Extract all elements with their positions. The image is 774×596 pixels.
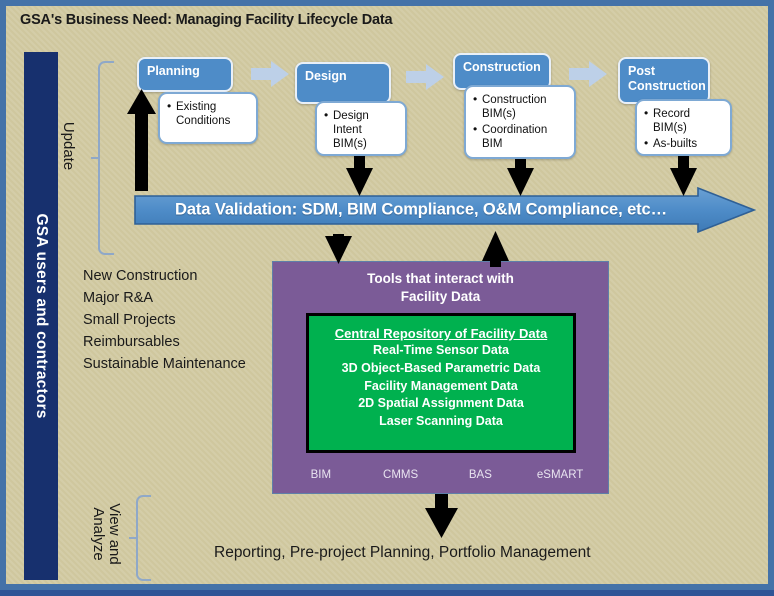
list-item: Major R&A (83, 290, 154, 307)
arrow-up-to-planning (127, 89, 156, 191)
chevron-right-icon (251, 61, 289, 87)
bracket-label-view-line1: View and (105, 503, 123, 565)
data-validation-label: Data Validation: SDM, BIM Compliance, O&… (175, 200, 668, 219)
list-item: Reimbursables (83, 334, 180, 351)
central-repository-title: Central Repository of Facility Data (334, 326, 548, 341)
list-item: Record BIM(s) (644, 106, 723, 135)
list-item: Sustainable Maintenance (83, 356, 246, 373)
arrow-down-tools-to-outcome (425, 494, 458, 538)
chevron-right-icon (406, 64, 444, 90)
stage-details-construction: Construction BIM(s) Coordination BIM (464, 85, 576, 159)
stage-details-design: Design Intent BIM(s) (315, 101, 407, 156)
stage-details-post-construction: Record BIM(s) As-builts (635, 99, 732, 156)
stage-label-design: Design (305, 69, 347, 83)
repository-row: Laser Scanning Data (379, 414, 503, 428)
bracket-view-analyze (129, 495, 151, 581)
list-item: Existing Conditions (167, 99, 249, 128)
chevron-right-icon (569, 61, 607, 87)
data-validation-banner: Data Validation: SDM, BIM Compliance, O&… (133, 186, 756, 234)
list-item: Construction BIM(s) (473, 92, 567, 121)
bracket-label-view-analyze: View and Analyze (90, 503, 123, 565)
list-item: New Construction (83, 268, 198, 284)
sidebar-label: GSA users and contractors (33, 213, 50, 419)
stage-card-planning[interactable]: Planning (137, 57, 233, 92)
project-types-list: New Construction Major R&A Small Project… (83, 265, 246, 375)
list-item: Coordination BIM (473, 122, 567, 151)
tools-legend-item-bas: BAS (468, 469, 492, 481)
repository-row: Facility Management Data (364, 378, 518, 393)
list-item: Small Projects (83, 312, 176, 329)
list-item: Design Intent BIM(s) (324, 108, 398, 151)
stage-card-post-construction[interactable]: Post Construction (618, 57, 710, 104)
stage-card-construction[interactable]: Construction (453, 53, 551, 90)
repository-row: 3D Object-Based Parametric Data (341, 360, 541, 375)
bracket-update (91, 61, 114, 255)
outcome-label: Reporting, Pre-project Planning, Portfol… (214, 544, 591, 561)
stage-details-planning: Existing Conditions (158, 92, 258, 144)
tools-facility-data-panel: Tools that interact with Facility Data C… (272, 261, 609, 494)
tools-title-line1: Tools that interact with (367, 271, 514, 286)
list-item: As-builts (644, 136, 723, 151)
stage-label-post-construction: Post Construction (628, 64, 706, 93)
repository-row: 2D Spatial Assignment Data (358, 396, 524, 411)
tools-title-line2: Facility Data (400, 288, 481, 304)
stage-card-design[interactable]: Design (295, 62, 391, 104)
bracket-label-view-line2: Analyze (90, 507, 107, 561)
sidebar-gsa-users: GSA users and contractors (24, 52, 58, 580)
arrow-down-validation-to-tools (325, 234, 352, 264)
page-title: GSA's Business Need: Managing Facility L… (20, 12, 393, 28)
tools-legend-item-bim: BIM (310, 469, 332, 481)
tools-legend-item-cmms: CMMS (383, 469, 419, 481)
tools-legend: BIM CMMS BAS eSMART (281, 469, 600, 481)
stage-label-planning: Planning (147, 64, 200, 78)
tools-legend-item-esmart: eSMART (536, 469, 584, 481)
tools-panel-title: Tools that interact with Facility Data (273, 270, 608, 305)
bracket-label-update: Update (59, 121, 77, 171)
repository-row: Real-Time Sensor Data (373, 343, 509, 357)
stage-label-construction: Construction (463, 60, 541, 74)
central-repository-box: Central Repository of Facility Data Real… (306, 313, 576, 453)
